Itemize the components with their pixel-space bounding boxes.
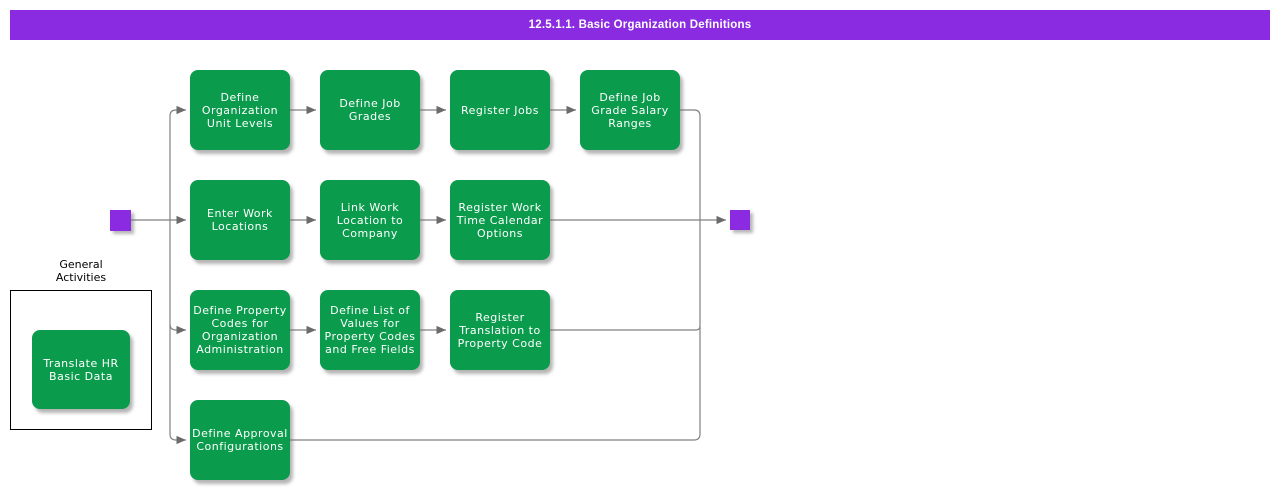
activity-define-list-of-values-for-property-codes-and-free-fields[interactable]: Define List of Values for Property Codes… <box>320 290 420 370</box>
activity-define-property-codes-for-organization-administration[interactable]: Define Property Codes for Organization A… <box>190 290 290 370</box>
activity-define-organization-unit-levels[interactable]: Define Organization Unit Levels <box>190 70 290 150</box>
activity-register-work-time-calendar-options[interactable]: Register Work Time Calendar Options <box>450 180 550 260</box>
activity-enter-work-locations[interactable]: Enter Work Locations <box>190 180 290 260</box>
activity-define-job-grade-salary-ranges[interactable]: Define Job Grade Salary Ranges <box>580 70 680 150</box>
general-activities-heading: General Activities <box>55 258 107 284</box>
activity-define-approval-configurations[interactable]: Define Approval Configurations <box>190 400 290 480</box>
start-node <box>110 210 131 231</box>
diagram-title: 12.5.1.1. Basic Organization Definitions <box>528 19 752 31</box>
activity-register-translation-to-property-code[interactable]: Register Translation to Property Code <box>450 290 550 370</box>
activity-register-jobs[interactable]: Register Jobs <box>450 70 550 150</box>
end-node <box>730 210 750 230</box>
activity-translate-hr-basic-data[interactable]: Translate HR Basic Data <box>32 330 130 409</box>
activity-define-job-grades[interactable]: Define Job Grades <box>320 70 420 150</box>
title-bar: 12.5.1.1. Basic Organization Definitions <box>10 10 1270 40</box>
activity-link-work-location-to-company[interactable]: Link Work Location to Company <box>320 180 420 260</box>
